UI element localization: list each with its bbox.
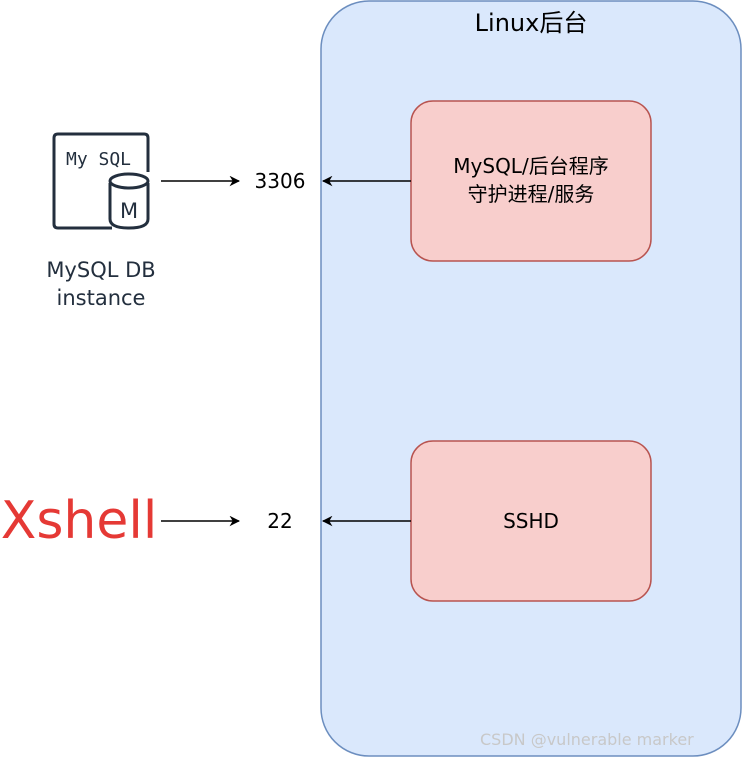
mysql-icon-letter: M	[120, 199, 138, 223]
mysql-client-label-line2: instance	[56, 286, 146, 310]
linux-server-title: Linux后台	[474, 9, 588, 37]
mysql-db-instance-icon: My SQL M	[52, 132, 150, 230]
port-22-label: 22	[267, 509, 293, 533]
watermark-text: CSDN @vulnerable marker	[480, 730, 694, 749]
port-3306-label: 3306	[254, 169, 306, 193]
mysql-service-label: MySQL/后台程序 守护进程/服务	[412, 152, 650, 208]
sshd-service-label: SSHD	[503, 509, 559, 533]
mysql-client-label: MySQL DB instance	[20, 256, 182, 312]
mysql-icon-text: My SQL	[66, 149, 131, 170]
mysql-service-label-line2: 守护进程/服务	[467, 182, 595, 206]
xshell-client-label: Xshell	[0, 491, 158, 551]
mysql-client-label-line1: MySQL DB	[46, 258, 156, 282]
mysql-service-label-line1: MySQL/后台程序	[453, 154, 609, 178]
